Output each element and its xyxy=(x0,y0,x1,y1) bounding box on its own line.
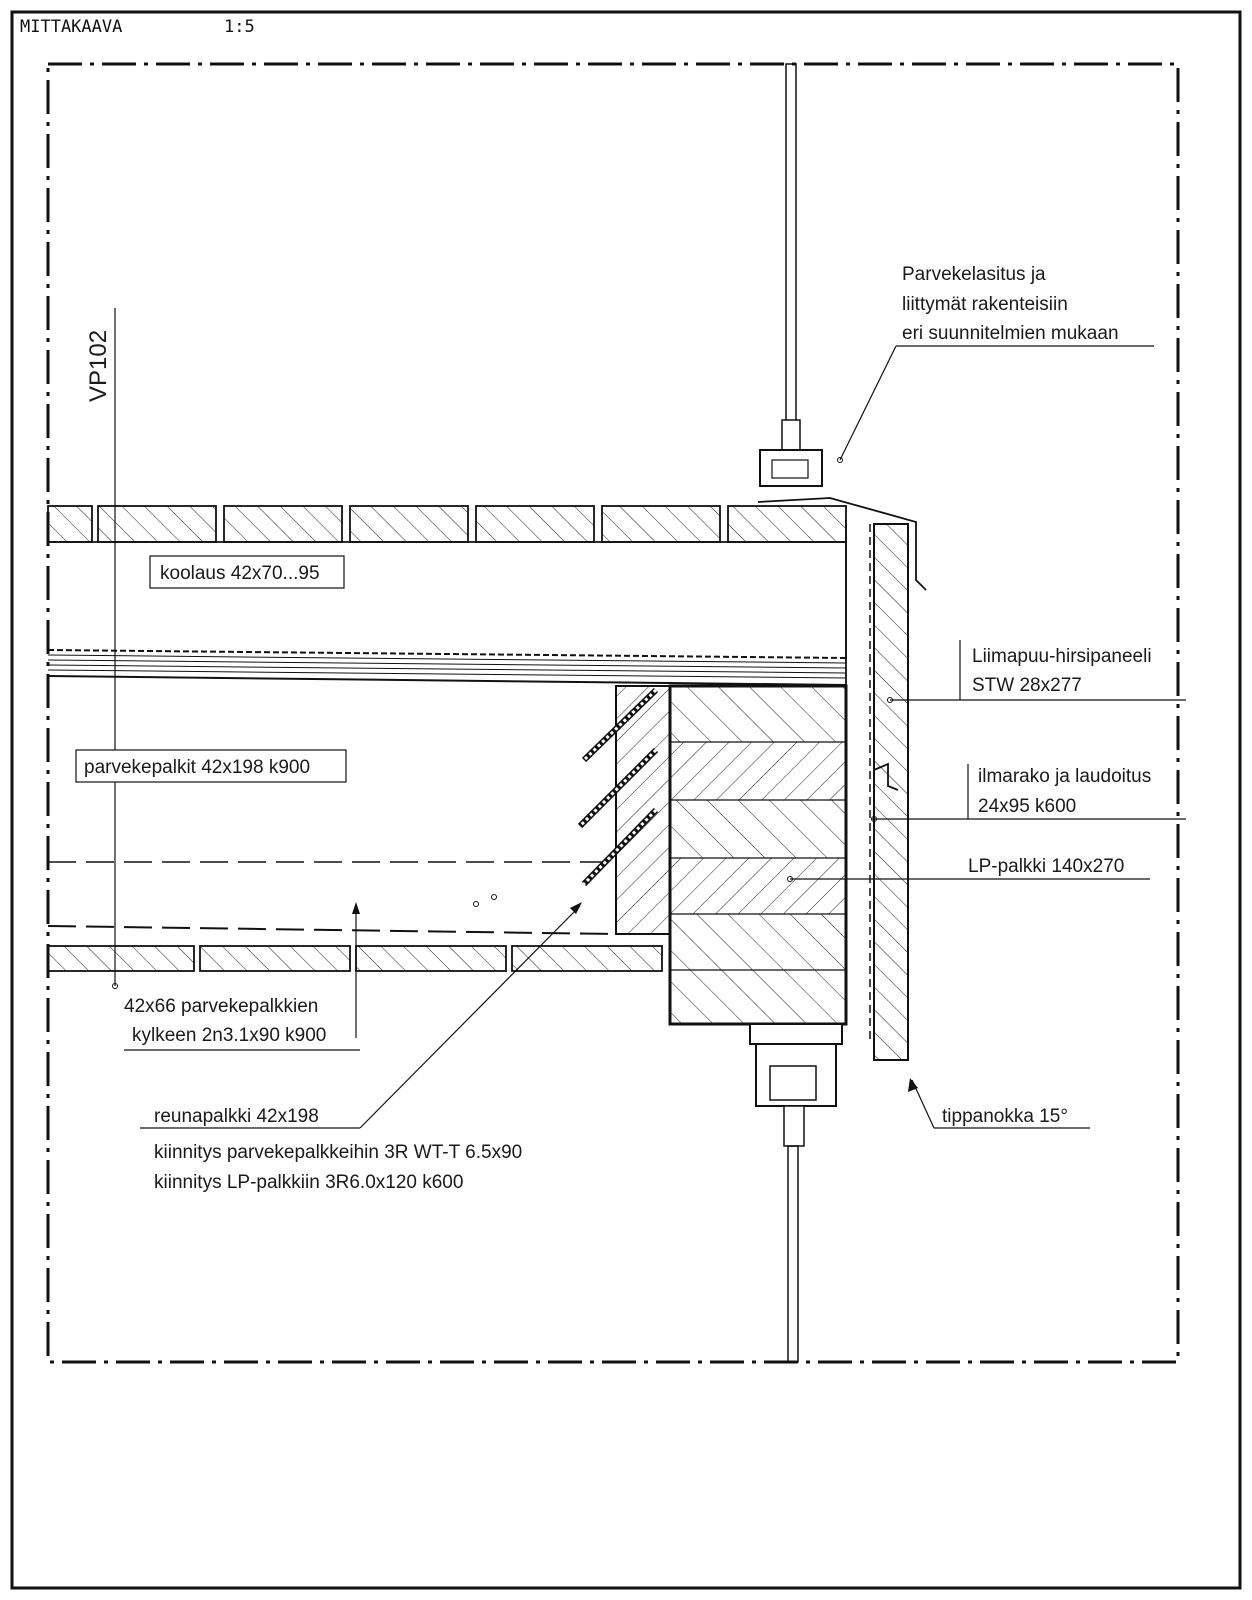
lp-beam-label: LP-palkki 140x270 xyxy=(968,856,1124,877)
log-panel-label-1: Liimapuu-hirsipaneeli xyxy=(972,646,1152,667)
screws xyxy=(577,687,659,887)
beam-label-box xyxy=(75,749,347,783)
detail-frame xyxy=(46,62,1180,1364)
side-block-label-1: 42x66 parvekepalkkien xyxy=(124,996,318,1017)
glazing-label-2: liittymät rakenteisiin xyxy=(902,294,1068,315)
side-block-label-2: kylkeen 2n3.1x90 k900 xyxy=(132,1025,326,1046)
glazing-label-3: eri suunnitelmien mukaan xyxy=(902,323,1119,344)
lp-beam xyxy=(668,684,848,1026)
balcony-beam-label: parvekepalkit 42x198 k900 xyxy=(84,757,310,778)
edge-beam-label-1: reunapalkki 42x198 xyxy=(154,1106,319,1127)
scale-value: 1:5 xyxy=(224,17,255,37)
glazing-label-1: Parvekelasitus ja xyxy=(902,264,1046,285)
log-panel-label-2: STW 28x277 xyxy=(972,675,1082,696)
leader-lines xyxy=(140,345,1186,1129)
edge-beam-label-2: kiinnitys parvekepalkkeihin 3R WT-T 6.5x… xyxy=(154,1142,522,1163)
waterproof-layer xyxy=(47,649,847,686)
drip-label: tippanokka 15° xyxy=(942,1106,1068,1127)
batten-label: koolaus 42x70...95 xyxy=(160,563,320,584)
edge-beam-label-3: kiinnitys LP-palkkiin 3R6.0x120 k600 xyxy=(154,1172,463,1193)
air-gap-label-2: 24x95 k600 xyxy=(978,796,1076,817)
air-gap-label-1: ilmarako ja laudoitus xyxy=(978,766,1151,787)
facade-panel xyxy=(845,520,909,1061)
section-mark: VP102 xyxy=(85,330,112,402)
upper-glazing-profile xyxy=(757,63,927,591)
edge-beam xyxy=(615,685,671,935)
top-decking xyxy=(47,505,847,543)
batten-label-box xyxy=(149,555,345,589)
sheet-border xyxy=(10,10,1242,1590)
lower-glazing-profile xyxy=(749,1023,843,1363)
scale-label: MITTAKAAVA xyxy=(20,17,122,37)
bottom-boards xyxy=(47,945,663,972)
